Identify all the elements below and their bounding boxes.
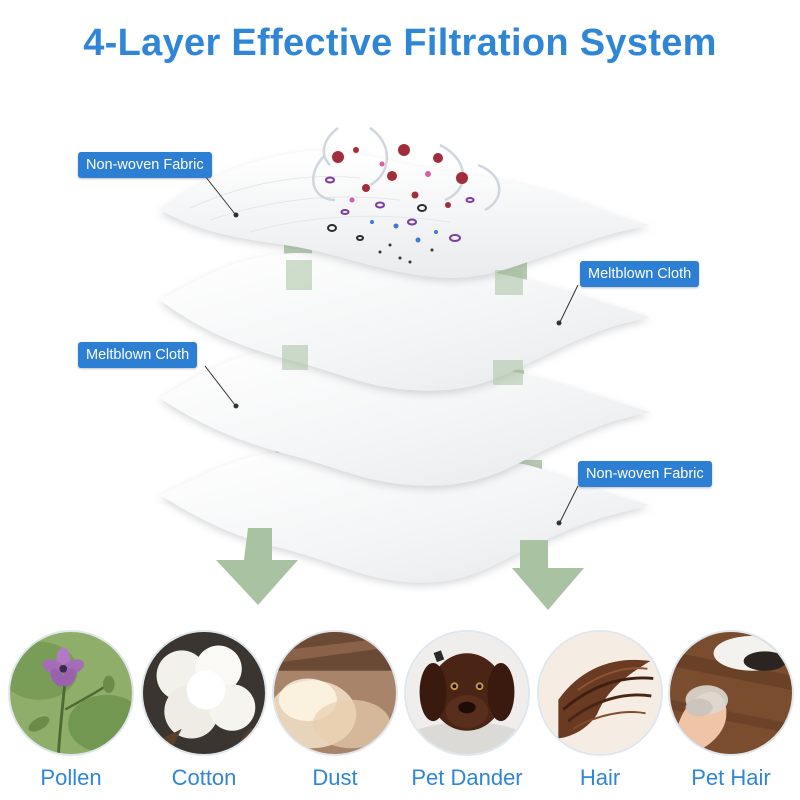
dust-cloud-icon bbox=[274, 632, 396, 754]
dog-icon bbox=[406, 632, 528, 754]
down-arrow-right bbox=[512, 540, 584, 610]
layer-label-meltblown-upper: Meltblown Cloth bbox=[580, 261, 700, 287]
pet-dander-thumbnail bbox=[404, 630, 530, 756]
filter-layer-1 bbox=[160, 150, 650, 278]
cotton-boll-icon bbox=[143, 632, 265, 754]
filter-layer-3 bbox=[160, 347, 650, 486]
pollen-flower-icon bbox=[10, 632, 132, 754]
pet-hair-caption: Pet Hair bbox=[691, 765, 771, 790]
hair-thumbnail bbox=[537, 630, 663, 756]
cotton-caption: Cotton bbox=[171, 765, 237, 790]
hair-strand-icon bbox=[539, 632, 661, 754]
layer-label-nonwoven-top: Non-woven Fabric bbox=[78, 152, 212, 178]
layer-label-meltblown-lower: Meltblown Cloth bbox=[78, 342, 198, 368]
down-arrow-left bbox=[216, 528, 298, 605]
filter-layers-illustration bbox=[160, 126, 650, 610]
pet-hair-icon bbox=[670, 632, 792, 754]
pollen-thumbnail bbox=[8, 630, 134, 756]
infographic-title: 4-Layer Effective Filtration System bbox=[83, 22, 717, 64]
dust-thumbnail bbox=[272, 630, 398, 756]
particles-cluster bbox=[325, 144, 475, 264]
cotton-thumbnail bbox=[141, 630, 267, 756]
filter-layer-4 bbox=[160, 451, 650, 583]
hair-caption: Hair bbox=[579, 765, 621, 790]
pet-hair-thumbnail bbox=[668, 630, 794, 756]
airflow-column-front bbox=[282, 260, 523, 385]
layer-label-nonwoven-bottom: Non-woven Fabric bbox=[578, 461, 712, 487]
callout-leaders bbox=[204, 175, 579, 526]
pet-dander-caption: Pet Dander bbox=[411, 765, 523, 790]
dust-caption: Dust bbox=[312, 765, 358, 790]
fabric-texture bbox=[189, 176, 451, 233]
pollen-caption: Pollen bbox=[40, 765, 102, 790]
